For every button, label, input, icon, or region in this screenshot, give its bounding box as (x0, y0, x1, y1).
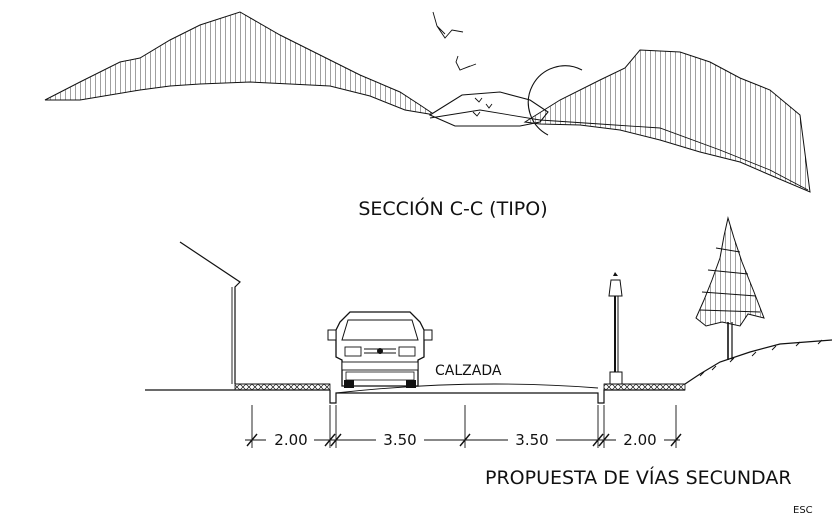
house-outline (179, 241, 241, 384)
ridge-line (429, 109, 809, 191)
dimension-label: 2.00 (274, 431, 307, 449)
slope-texture (699, 339, 823, 377)
mountain-backdrop (44, 11, 811, 193)
dimension-label: 3.50 (515, 431, 548, 449)
left-mountain (44, 11, 436, 116)
dimension-line (245, 405, 682, 448)
bird-icon (432, 11, 464, 39)
section-title: SECCIÓN C-C (TIPO) (358, 196, 547, 220)
scale-label: ESC (793, 505, 813, 515)
tree-icon (695, 216, 765, 360)
street-lamp-icon (608, 272, 623, 385)
right-mountain (523, 49, 811, 193)
vehicle-icon (327, 311, 433, 388)
dimension-label: 3.50 (383, 431, 416, 449)
bird-icon (472, 111, 481, 117)
right-slope (684, 339, 832, 385)
bird-icon (485, 103, 493, 109)
left-sidewalk (234, 383, 331, 391)
right-sidewalk (603, 383, 686, 391)
dimension-label: 2.00 (623, 431, 656, 449)
road-label: CALZADA (435, 363, 502, 379)
plan-title: PROPUESTA DE VÍAS SECUNDAR (485, 466, 792, 489)
bird-icon (474, 97, 483, 103)
bird-icon (455, 55, 477, 71)
moon-icon (527, 65, 583, 136)
